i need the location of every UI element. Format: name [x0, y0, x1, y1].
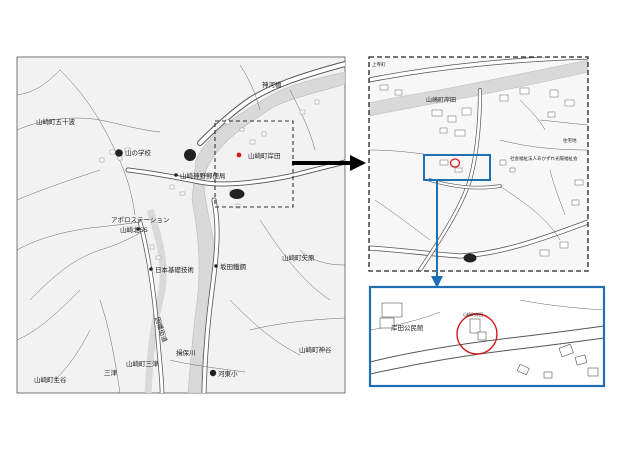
route-shield-29-label: 29	[187, 154, 194, 160]
route-shield-29: 29	[184, 149, 196, 161]
building	[469, 318, 481, 334]
map-label: 揖保川	[176, 348, 196, 357]
building	[477, 331, 487, 341]
location-marker	[236, 152, 242, 158]
map-label: 坂田鐵鋼	[220, 262, 247, 271]
map-label: 山崎町五十波	[36, 117, 76, 126]
map-label: 山崎町生谷	[34, 375, 67, 384]
map-label: 神河橋	[262, 80, 282, 89]
map-label: 山崎神野郵便局	[180, 171, 226, 180]
map-label: 山崎北SS	[120, 225, 148, 234]
route-shield-label: 537	[465, 256, 474, 262]
building	[543, 371, 553, 379]
building	[558, 343, 574, 358]
map-label: 住宅地	[563, 137, 577, 144]
map-label: 岸田公民館	[391, 323, 424, 332]
map-label: 三津	[104, 369, 118, 377]
school-marker-icon	[115, 149, 123, 157]
route-shield-537: 537	[229, 189, 245, 199]
detail-map-2: 岸田公民館 山崎町岸田	[368, 285, 606, 388]
map-label: 社会福祉法人あかずれ光陽福祉会	[510, 155, 578, 162]
zoom-arrow	[292, 155, 366, 171]
map-label: 山崎町岸田	[463, 311, 483, 317]
map-label: 上寺町	[372, 61, 386, 68]
target-building-circle	[456, 313, 498, 355]
map-label: 山崎町矢原	[282, 253, 315, 262]
map-label: アポロステーション	[111, 216, 169, 224]
overview-map: 29 537 神河橋 山崎町五十波 山の学校 山崎町岸田 山崎神野郵便局 アポロ…	[16, 56, 346, 394]
poi-dot-icon	[214, 264, 218, 268]
poi-dot-icon	[174, 173, 178, 177]
building	[379, 317, 395, 329]
map-label: 山の学校	[125, 148, 152, 157]
map-label: 山崎町三津	[126, 359, 159, 368]
building	[587, 367, 599, 377]
building	[574, 354, 588, 366]
map-label: 山崎町神谷	[299, 345, 332, 354]
school-marker-icon	[209, 369, 217, 377]
map-label: 日本基礎技術	[155, 265, 195, 274]
route-shield-537-detail: 537	[463, 253, 477, 263]
building	[381, 302, 403, 318]
river-shape	[187, 71, 345, 393]
detail-map-1: 537 山崎町岸田 社会福祉法人あかずれ光陽福祉会 住宅地 上寺町	[368, 56, 589, 272]
poi-dot-icon	[136, 227, 140, 231]
building	[516, 363, 530, 376]
map-label: 山崎町岸田	[248, 151, 281, 160]
zoom-arrow-blue	[431, 181, 443, 288]
map-label: 河東小	[218, 369, 238, 378]
location-circle	[449, 158, 461, 168]
highlight-box	[423, 154, 491, 181]
poi-dot-icon	[149, 267, 153, 271]
route-shield-537-label: 537	[232, 192, 242, 198]
map-label: 山崎町岸田	[426, 96, 456, 104]
